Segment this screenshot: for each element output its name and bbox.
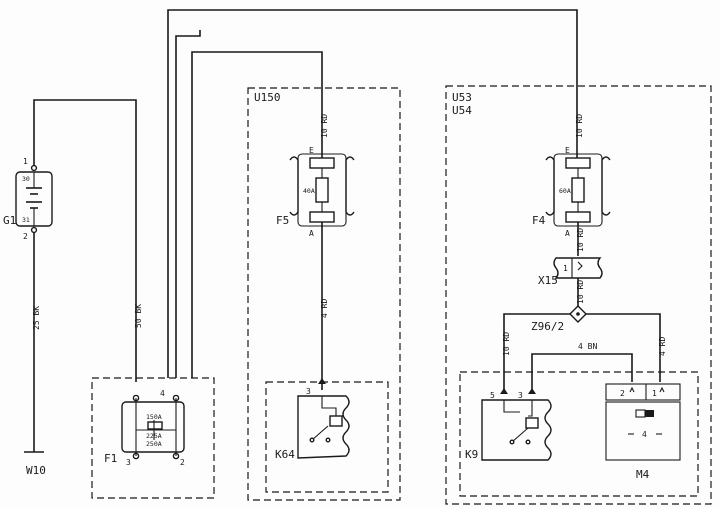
f4-terminal-e: E	[565, 146, 570, 155]
m4-label: M4	[636, 468, 650, 481]
f1-enclosure	[91, 377, 215, 499]
f1-rating-250a: 250A	[146, 440, 162, 448]
wire-label-z96-m4: 4 RD	[658, 337, 667, 356]
f1-pin-2-label: 2	[180, 458, 185, 467]
f1-label: F1	[104, 452, 117, 465]
f4-fuse-element	[571, 177, 585, 203]
wire-f1-to-f5	[191, 51, 323, 378]
wire-label-50bk: 50 BK	[134, 304, 143, 328]
wire-label-f4-out: 10 RD	[576, 228, 585, 252]
g1-terminal-30: 30	[22, 175, 30, 183]
x15-connector	[553, 257, 603, 279]
wire-label-z96-k9: 10 RD	[502, 332, 511, 356]
m4-connector	[605, 383, 681, 401]
wire-label-x15-out: 10 RD	[576, 280, 585, 304]
wire-f1-link	[175, 30, 201, 378]
g1-pin-2-label: 2	[23, 232, 28, 241]
k64-label: K64	[275, 448, 295, 461]
wire-label-25bk: 25 BK	[32, 306, 41, 330]
u54-label: U54	[452, 104, 472, 117]
g1-pin-1-label: 1	[23, 157, 28, 166]
k64-enclosure	[265, 381, 389, 493]
m4-pin-2-label: 2	[620, 389, 625, 398]
k9-pin-3-label: 3	[518, 391, 523, 400]
f4-label: F4	[532, 214, 546, 227]
k9-m4-enclosure	[459, 371, 699, 497]
m4-fan-icon	[645, 410, 654, 417]
f5-fuse-element	[315, 177, 329, 203]
u150-enclosure	[247, 87, 401, 501]
f5-label: F5	[276, 214, 289, 227]
m4-pin-1-label: 1	[652, 389, 657, 398]
m4-symbol: 4	[642, 430, 647, 439]
wire-g1-to-f1	[33, 99, 137, 382]
f5-terminal-a: A	[309, 229, 314, 238]
f5-rating: 40A	[303, 187, 315, 195]
f1-pin-3-label: 3	[126, 458, 131, 467]
wire-label-4rd-k64: 4 RD	[320, 299, 329, 318]
f1-body	[121, 401, 185, 453]
m4-body	[605, 401, 681, 461]
f4-rating: 60A	[559, 187, 571, 195]
k9-body	[481, 399, 552, 461]
f5-terminal-e: E	[309, 146, 314, 155]
f1-fuse-element	[147, 421, 163, 430]
wire-label-4bn: 4 BN	[578, 342, 597, 351]
f1-pin-4-label: 4	[160, 389, 165, 398]
u150-label: U150	[254, 91, 281, 104]
k9-pin-5-label: 5	[490, 391, 495, 400]
wire-label-f5-in: 10 RD	[320, 114, 329, 138]
z96-label: Z96/2	[531, 320, 564, 333]
k64-pin-label: 3	[306, 387, 311, 396]
g1-terminal-31: 31	[22, 216, 30, 224]
k64-body	[297, 395, 350, 459]
f4-terminal-a: A	[565, 229, 570, 238]
wire-f1-to-f4	[167, 9, 578, 378]
w10-label: W10	[26, 464, 46, 477]
wire-label-f4-in: 10 RD	[575, 114, 584, 138]
wire-z96-to-m4	[586, 313, 661, 382]
f1-rating-150a: 150A	[146, 413, 162, 421]
g1-label: G1	[3, 214, 16, 227]
x15-pin-label: 1	[563, 264, 568, 273]
k9-label: K9	[465, 448, 478, 461]
g1-pin-2	[30, 226, 38, 234]
wire-k9-to-m4	[531, 353, 633, 392]
f1-rating-225a: 225A	[146, 432, 162, 440]
u53-u54-enclosure	[445, 85, 712, 505]
x15-label: X15	[538, 274, 558, 287]
wire-z96-to-k9	[503, 313, 570, 392]
g1-pin-1	[30, 164, 38, 172]
u53-label: U53	[452, 91, 472, 104]
